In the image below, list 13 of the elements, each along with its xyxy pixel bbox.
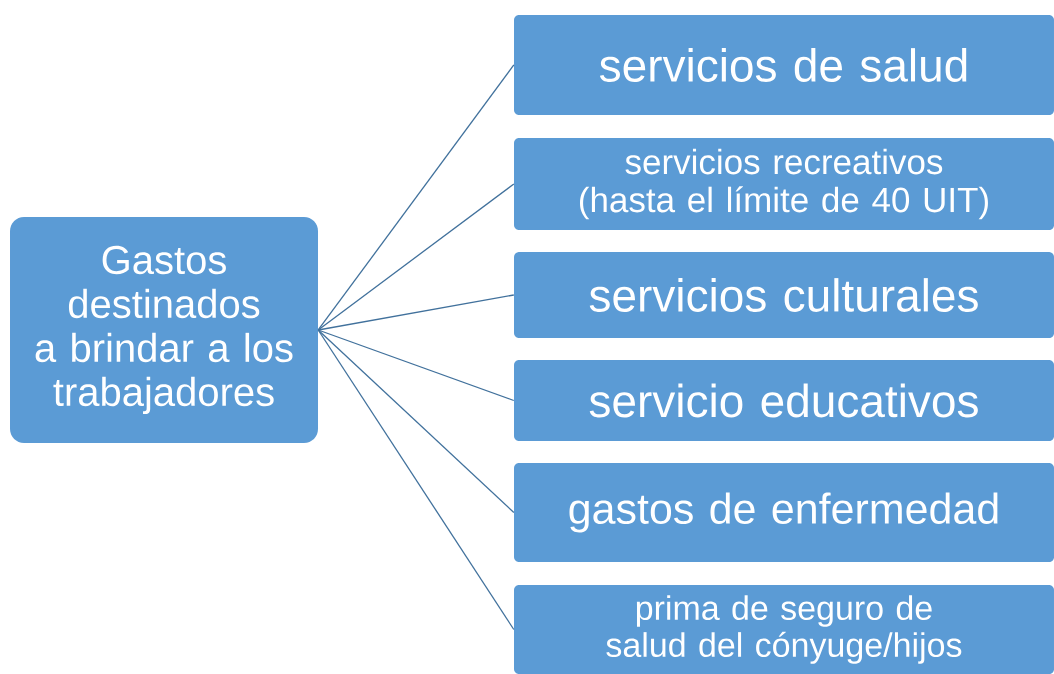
connector-line — [317, 329, 515, 514]
connector-line — [317, 294, 515, 331]
item-box: servicios recreativos (hasta el límite de 40 UIT) — [514, 138, 1054, 230]
connector-line — [317, 329, 515, 631]
item-box: servicios culturales — [514, 252, 1054, 338]
item-box: servicio educativos — [514, 360, 1054, 441]
item-box: prima de seguro de salud del cónyuge/hijos — [514, 585, 1054, 674]
topic-box: Gastos destinados a brindar a los trabajadores — [10, 217, 318, 443]
item-box: servicios de salud — [514, 15, 1054, 115]
connector-line — [317, 183, 515, 331]
connector-line — [317, 64, 515, 331]
connector-line — [317, 329, 515, 402]
item-box: gastos de enfermedad — [514, 463, 1054, 562]
